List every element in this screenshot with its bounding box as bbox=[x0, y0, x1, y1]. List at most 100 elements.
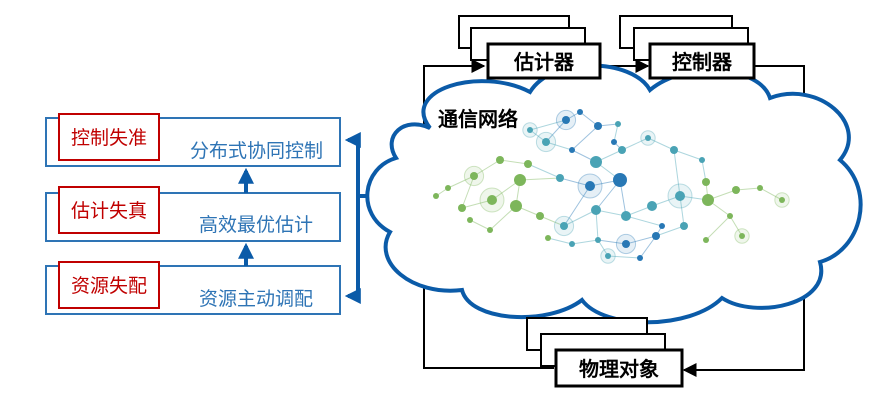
network-link bbox=[597, 239, 627, 245]
network-node bbox=[659, 223, 665, 229]
network-node bbox=[652, 232, 660, 240]
network-node bbox=[591, 205, 601, 215]
network-node bbox=[585, 181, 595, 191]
network-link bbox=[595, 209, 599, 241]
network-link bbox=[547, 237, 573, 245]
network-link bbox=[571, 239, 599, 245]
network-node bbox=[560, 222, 568, 230]
problem-box-2 bbox=[58, 186, 160, 234]
network-link bbox=[679, 195, 685, 227]
network-node bbox=[621, 211, 631, 221]
network-node bbox=[536, 212, 544, 220]
network-node bbox=[514, 174, 526, 186]
network-node bbox=[542, 138, 550, 146]
network-node bbox=[739, 233, 745, 239]
network-node bbox=[779, 197, 785, 203]
controller-box bbox=[648, 42, 756, 80]
network-link bbox=[545, 141, 573, 151]
network-link bbox=[621, 137, 649, 151]
network-link bbox=[563, 209, 597, 227]
network-link bbox=[563, 185, 591, 227]
network-link bbox=[559, 177, 591, 187]
network-node bbox=[496, 156, 504, 164]
network-link bbox=[527, 163, 561, 179]
feedback-bracket bbox=[344, 132, 366, 304]
network-node bbox=[562, 116, 570, 124]
network-label: 通信网络 bbox=[438, 107, 518, 131]
network-link bbox=[519, 177, 561, 181]
controller-label: 控制器 bbox=[672, 50, 733, 74]
network-link bbox=[473, 159, 501, 177]
network-link bbox=[469, 219, 491, 231]
network-link bbox=[673, 149, 703, 161]
network-node bbox=[545, 235, 551, 241]
network-link bbox=[625, 235, 657, 245]
network-node bbox=[556, 174, 564, 182]
network-node bbox=[487, 195, 497, 205]
network-link bbox=[447, 175, 475, 189]
network-node bbox=[675, 191, 685, 201]
controller-stack: 控制器 bbox=[619, 15, 756, 80]
network-node bbox=[757, 185, 763, 191]
network-graph bbox=[433, 109, 790, 264]
network-node bbox=[680, 222, 688, 230]
network-node bbox=[618, 146, 626, 154]
network-link bbox=[625, 215, 663, 227]
network-link bbox=[597, 239, 609, 257]
left-panel: 控制失准 估计失真 资源失配 分布式协同控制 高效最优估计 资源主动调配 bbox=[45, 113, 366, 315]
network-node bbox=[595, 237, 601, 243]
network-link bbox=[647, 137, 675, 151]
problem-label-control-inaccuracy: 控制失准 bbox=[71, 127, 147, 149]
network-node bbox=[702, 178, 710, 186]
network-link bbox=[655, 225, 685, 237]
network-node bbox=[527, 127, 533, 133]
network-link bbox=[705, 215, 731, 241]
network-node bbox=[702, 194, 714, 206]
network-link bbox=[595, 209, 627, 217]
network-node bbox=[613, 173, 627, 187]
network-node bbox=[577, 109, 583, 115]
network-node bbox=[569, 147, 575, 153]
network-node bbox=[594, 122, 602, 130]
problem-label-estimation-distortion: 估计失真 bbox=[71, 200, 147, 222]
network-node bbox=[470, 172, 478, 180]
network-link bbox=[759, 187, 783, 201]
network-node bbox=[524, 160, 532, 168]
network-node bbox=[605, 253, 611, 259]
network-node bbox=[622, 240, 630, 248]
network-link bbox=[613, 123, 619, 143]
network-link bbox=[529, 119, 567, 131]
problem-box-3 bbox=[58, 261, 160, 309]
physical-object-label: 物理对象 bbox=[579, 357, 659, 381]
physical-object-stack: 物理对象 bbox=[526, 317, 684, 388]
network-link bbox=[545, 119, 567, 143]
problem-label-resource-mismatch: 资源失配 bbox=[71, 275, 147, 297]
network-cloud bbox=[365, 63, 863, 325]
network-link bbox=[571, 125, 599, 151]
network-node bbox=[703, 237, 709, 243]
network-link bbox=[461, 199, 493, 209]
solution-label-distributed-control: 分布式协同控制 bbox=[190, 140, 323, 162]
network-node bbox=[637, 255, 643, 261]
network-node bbox=[445, 185, 451, 191]
network-link bbox=[499, 159, 529, 165]
network-link bbox=[673, 149, 681, 197]
network-node bbox=[615, 121, 621, 127]
network-node bbox=[732, 186, 740, 194]
solution-label-optimal-estimation: 高效最优估计 bbox=[199, 214, 313, 236]
network-node bbox=[510, 200, 522, 212]
network-node bbox=[590, 156, 602, 168]
network-node bbox=[645, 135, 651, 141]
network-node bbox=[670, 146, 678, 154]
estimator-label: 估计器 bbox=[513, 50, 575, 74]
problem-box-1 bbox=[58, 113, 160, 161]
network-node bbox=[458, 204, 466, 212]
network-node bbox=[611, 139, 617, 145]
estimator-stack: 估计器 bbox=[458, 15, 602, 80]
network-link bbox=[639, 235, 657, 259]
network-node bbox=[467, 217, 473, 223]
network-link bbox=[735, 187, 761, 191]
network-node bbox=[647, 201, 657, 211]
network-node bbox=[569, 241, 575, 247]
